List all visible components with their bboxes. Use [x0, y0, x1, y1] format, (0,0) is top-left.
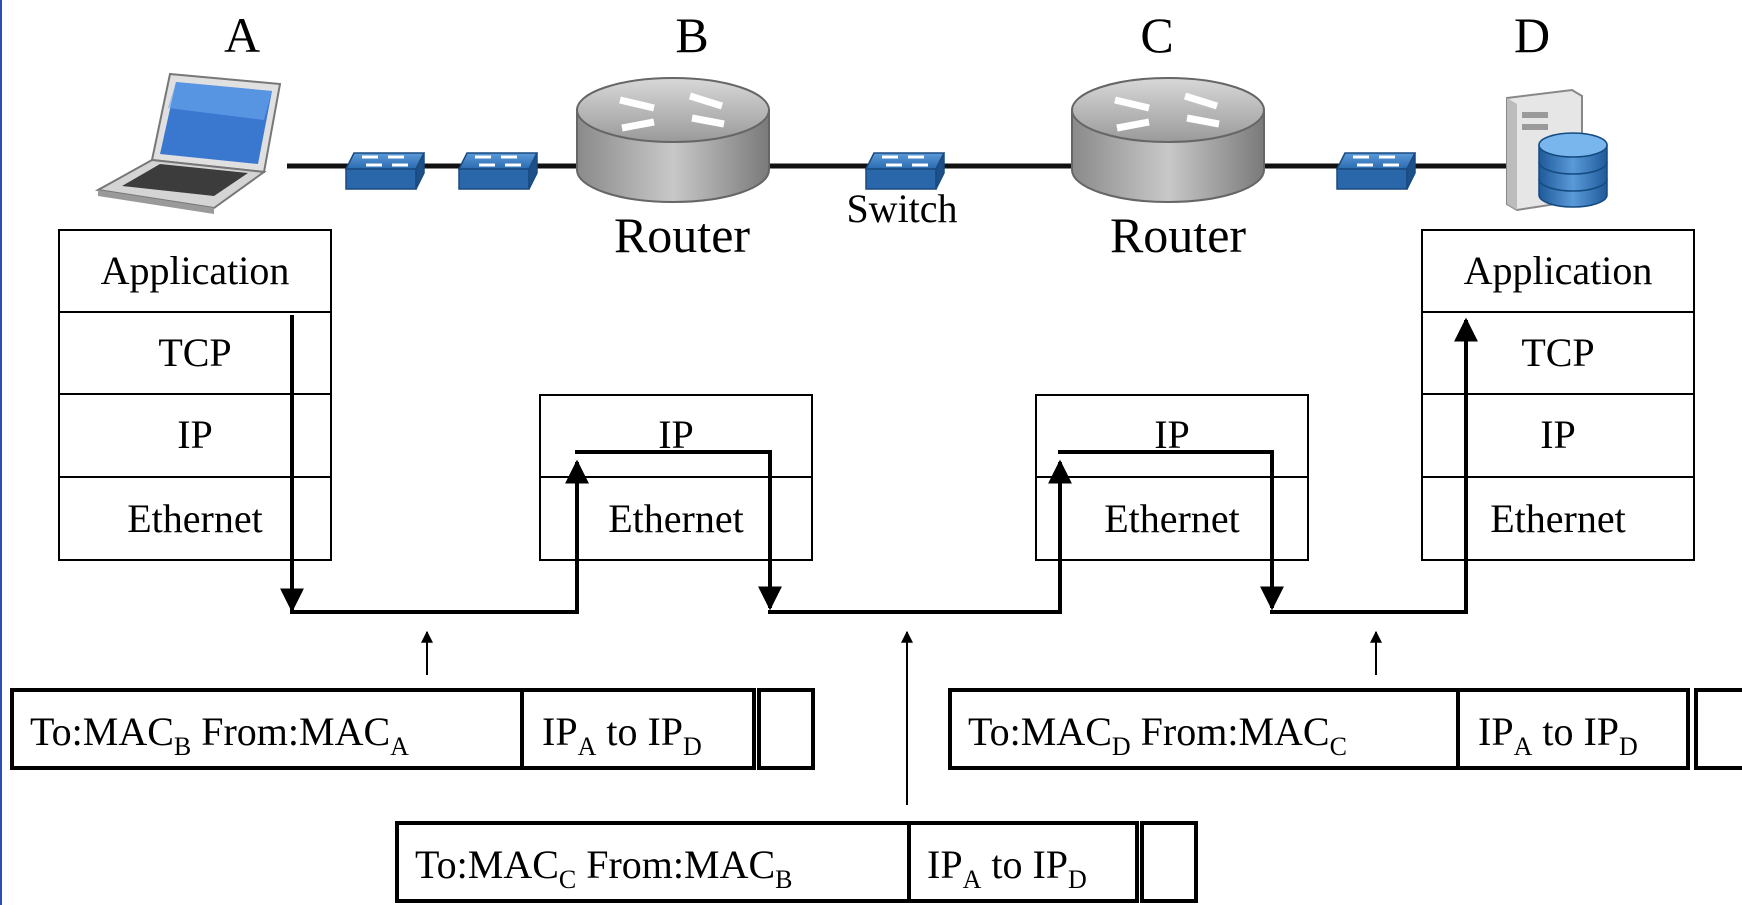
stack-layer-ethernet: Ethernet — [1104, 496, 1240, 541]
host-d-protocol-stack: Application TCP IP Ethernet — [1421, 229, 1695, 561]
router-icon — [576, 77, 770, 203]
node-b-label: B — [675, 7, 708, 63]
stack-layer-ethernet: Ethernet — [608, 496, 744, 541]
frame-ip-header: IPA to IPD — [927, 842, 1087, 894]
stack-layer-ip: IP — [1154, 412, 1190, 457]
switch-icon — [457, 151, 539, 191]
router-b-label: Router — [614, 207, 750, 263]
router-b-protocol-stack: IP Ethernet — [539, 394, 813, 561]
frame-ip-header: IPA to IPD — [1478, 709, 1638, 761]
node-d-label: D — [1514, 7, 1550, 63]
stack-layer-tcp: TCP — [1521, 330, 1594, 375]
frame-a-to-b: To:MACB From:MACA IPA to IPD — [10, 688, 815, 770]
frame-mac-header: To:MACC From:MACB — [415, 842, 793, 894]
frame-c-to-d: To:MACD From:MACC IPA to IPD — [948, 688, 1742, 770]
stack-layer-ethernet: Ethernet — [1490, 496, 1626, 541]
frame-pointer-arrows — [421, 630, 1382, 805]
stack-layer-tcp: TCP — [158, 330, 231, 375]
router-icon — [1071, 77, 1265, 203]
server-database-icon — [1506, 88, 1608, 212]
frame-mac-header: To:MACB From:MACA — [30, 709, 409, 761]
stack-layer-ip: IP — [1540, 412, 1576, 457]
router-c-label: Router — [1110, 207, 1246, 263]
node-a-label: A — [224, 7, 260, 63]
stack-layer-application: Application — [101, 248, 290, 293]
host-a-protocol-stack: Application TCP IP Ethernet — [58, 229, 332, 561]
node-c-label: C — [1140, 7, 1173, 63]
stack-layer-application: Application — [1464, 248, 1653, 293]
stack-layer-ip: IP — [177, 412, 213, 457]
switch-icon — [864, 151, 946, 191]
switch-icon — [344, 151, 426, 191]
frame-mac-header: To:MACD From:MACC — [968, 709, 1347, 761]
switch-label: Switch — [846, 186, 957, 231]
laptop-icon — [94, 72, 282, 214]
stack-layer-ethernet: Ethernet — [127, 496, 263, 541]
frame-b-to-c: To:MACC From:MACB IPA to IPD — [395, 821, 1198, 903]
stack-layer-ip: IP — [658, 412, 694, 457]
frame-ip-header: IPA to IPD — [542, 709, 702, 761]
switch-icon — [1335, 151, 1417, 191]
router-c-protocol-stack: IP Ethernet — [1035, 394, 1309, 561]
packet-path — [280, 315, 1478, 614]
